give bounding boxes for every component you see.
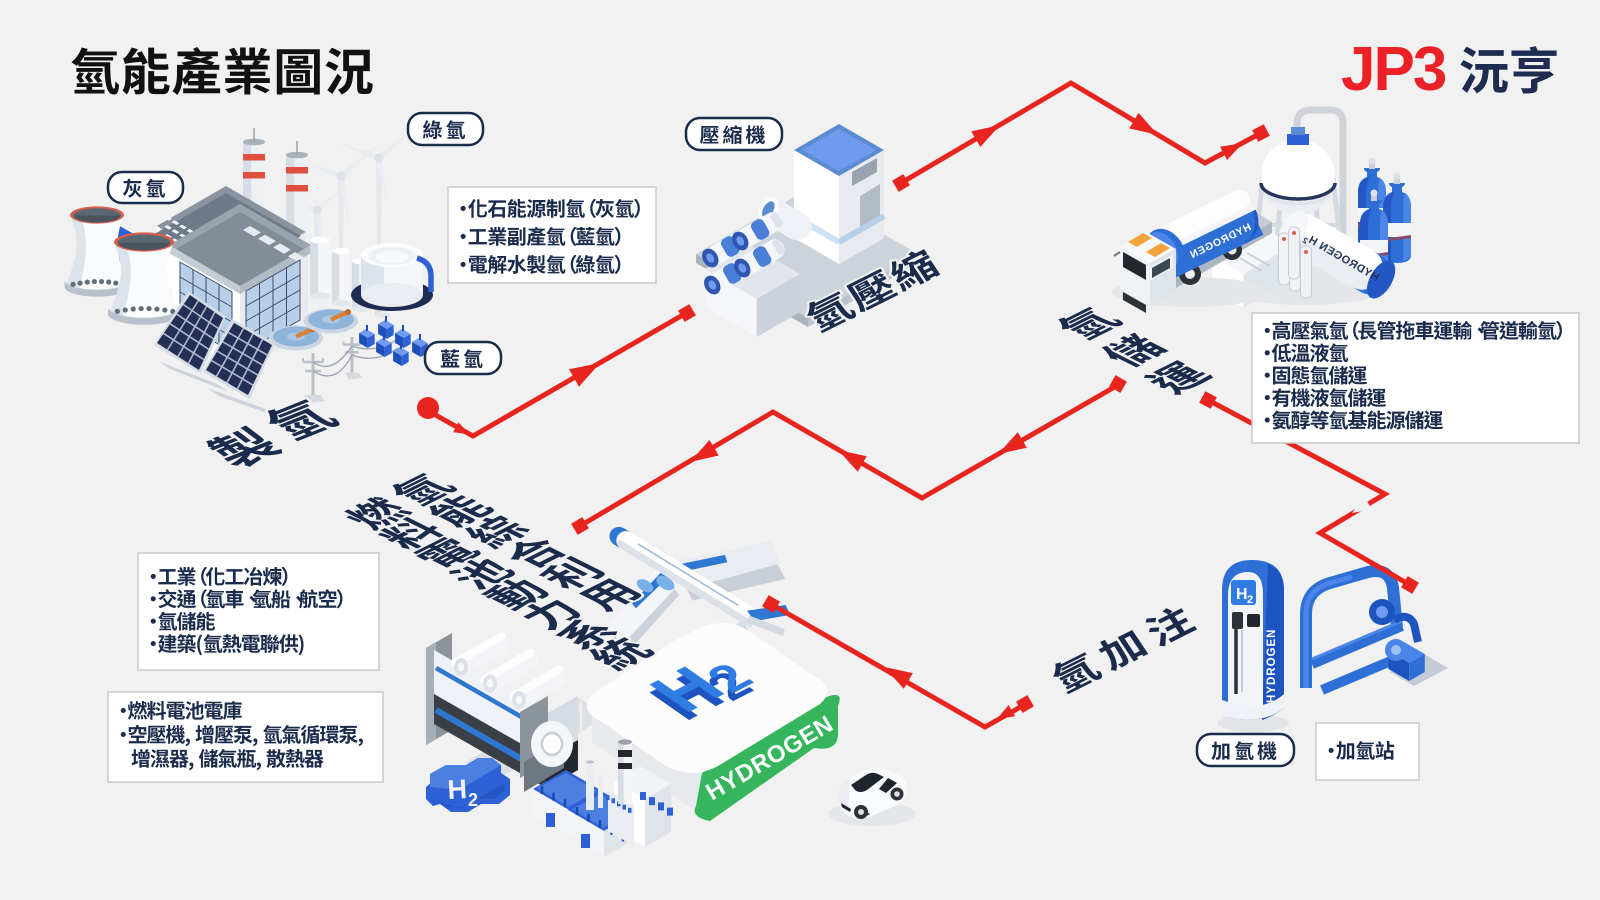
svg-text:JP3: JP3 — [1341, 35, 1446, 104]
svg-text:H: H — [447, 774, 468, 805]
svg-text:H: H — [1236, 586, 1248, 603]
svg-text:HYDROGEN: HYDROGEN — [1266, 629, 1278, 703]
svg-text:2: 2 — [1300, 236, 1309, 246]
svg-text:2: 2 — [1247, 594, 1253, 606]
svg-text:2: 2 — [468, 790, 478, 810]
